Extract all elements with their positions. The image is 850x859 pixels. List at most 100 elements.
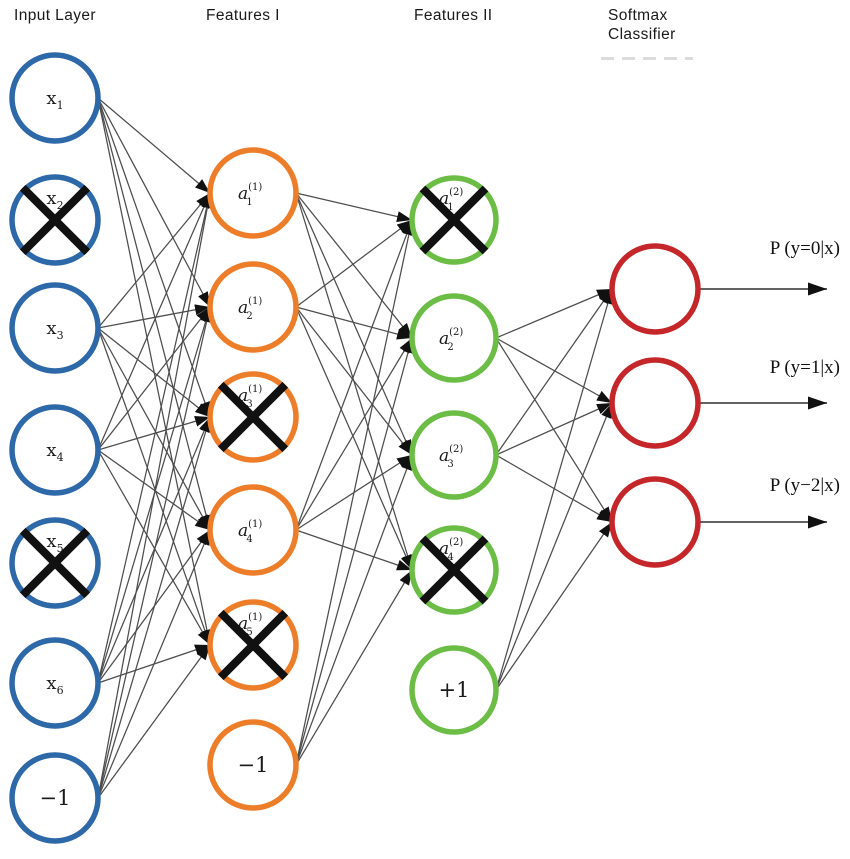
column-header-softmax-classifier: Softmax Classifier (608, 7, 676, 43)
column-header-input-layer: Input Layer (14, 7, 96, 24)
neuron-circle (207, 484, 299, 576)
edge-x4-a5 (97, 449, 211, 646)
edge-x4-a3 (97, 415, 211, 451)
edge-x1-a2 (97, 97, 211, 308)
node-label: a(1)4 (238, 519, 262, 545)
node-label: +1 (439, 678, 470, 702)
node-x5: x5 (9, 517, 101, 609)
edge-x4-a4 (97, 449, 211, 531)
node-b3: a(2)3 (409, 410, 499, 500)
node-label: x5 (46, 531, 63, 555)
edge-x3-a5 (97, 327, 211, 646)
neuron-circle (9, 282, 101, 374)
node-label: −1 (238, 753, 269, 777)
node-b2: a(2)2 (409, 293, 499, 383)
node-label: a(1)1 (238, 182, 262, 208)
dropout-cross-icon (419, 185, 489, 255)
edge-x3-a4 (97, 327, 211, 531)
edge-b2-s3 (495, 337, 613, 523)
edge-a2-b3 (295, 306, 413, 456)
node-label: a(2)3 (439, 444, 463, 470)
edge-x4-a2 (97, 306, 211, 451)
node-a2: a(1)2 (207, 261, 299, 353)
neuron-circle (207, 261, 299, 353)
node-label: x1 (46, 88, 63, 112)
neuron-circle (9, 752, 101, 844)
node-s2 (609, 357, 701, 449)
edge-a4-b2 (295, 337, 413, 531)
edges (97, 97, 614, 799)
node-label: a(1)3 (238, 384, 262, 410)
edge-in_bias-a3 (97, 416, 212, 799)
edge-a2-b1 (295, 219, 413, 308)
edge-x3-a1 (97, 192, 211, 329)
edge-x3-a3 (97, 327, 211, 418)
column-header-features-1: Features I (206, 7, 280, 24)
output-label-p-y2: P (y−2|x) (769, 475, 840, 496)
edge-f2_bias-s2 (495, 402, 613, 691)
neuron-circle (207, 719, 299, 811)
edge-b3-s2 (495, 402, 613, 456)
node-label: a(1)2 (238, 296, 262, 322)
edge-b2-s2 (495, 337, 613, 404)
edge-in_bias-a1 (97, 192, 213, 799)
column-header-features-2: Features II (414, 7, 493, 24)
node-label: x2 (46, 188, 63, 212)
edge-a2-b4 (295, 306, 413, 571)
edge-f2_bias-s3 (495, 521, 613, 691)
dropout-cross-icon (19, 184, 91, 256)
node-s1 (609, 243, 701, 335)
edge-f1_bias-b4 (295, 569, 413, 766)
node-label: a(1)5 (238, 612, 262, 638)
edge-in_bias-a2 (97, 306, 213, 799)
node-a3: a(1)3 (207, 371, 299, 463)
edge-x1-a4 (97, 97, 212, 531)
edge-x6-a1 (97, 192, 213, 684)
node-x3: x3 (9, 282, 101, 374)
edge-a1-b1 (295, 192, 413, 222)
node-b1: a(2)1 (409, 175, 499, 265)
edge-x1-a3 (97, 97, 211, 418)
edge-x4-a1 (97, 192, 211, 451)
output-label-p-y0: P (y=0|x) (769, 238, 840, 259)
node-label: a(2)4 (439, 537, 463, 563)
edge-a4-b1 (295, 219, 413, 531)
neuron-circle (409, 645, 499, 735)
node-label: a(2)1 (439, 187, 463, 213)
edge-x1-a1 (97, 97, 211, 194)
neuron-circle (9, 637, 101, 729)
node-x4: x4 (9, 404, 101, 496)
dropout-cross-icon (19, 527, 91, 599)
edge-f1_bias-b3 (295, 454, 413, 766)
node-a4: a(1)4 (207, 484, 299, 576)
edge-a2-b2 (295, 306, 413, 340)
dropout-cross-icon (217, 609, 289, 681)
neuron-circle (409, 293, 499, 383)
edge-b3-s1 (495, 288, 613, 456)
neuron-circle (9, 404, 101, 496)
node-label: x6 (46, 673, 63, 697)
neuron-circle (409, 410, 499, 500)
neuron-circle (207, 147, 299, 239)
node-x6: x6 (9, 637, 101, 729)
node-f2_bias: +1 (409, 645, 499, 735)
edge-f1_bias-b2 (295, 337, 414, 766)
dropout-cross-icon (419, 535, 489, 605)
neuron-circle (609, 476, 701, 568)
edge-x1-a5 (97, 97, 213, 646)
edge-in_bias-a5 (97, 644, 211, 799)
node-label: −1 (40, 786, 71, 810)
edge-f1_bias-b1 (295, 219, 415, 766)
neuron-circle (9, 52, 101, 144)
output-label-p-y1: P (y=1|x) (769, 357, 840, 378)
edge-b2-s1 (495, 288, 613, 339)
edge-f2_bias-s1 (495, 288, 614, 691)
node-in_bias: −1 (9, 752, 101, 844)
node-x1: x1 (9, 52, 101, 144)
node-f1_bias: −1 (207, 719, 299, 811)
node-x2: x2 (9, 174, 101, 266)
edge-x3-a2 (97, 304, 211, 329)
node-b4: a(2)4 (409, 525, 499, 615)
